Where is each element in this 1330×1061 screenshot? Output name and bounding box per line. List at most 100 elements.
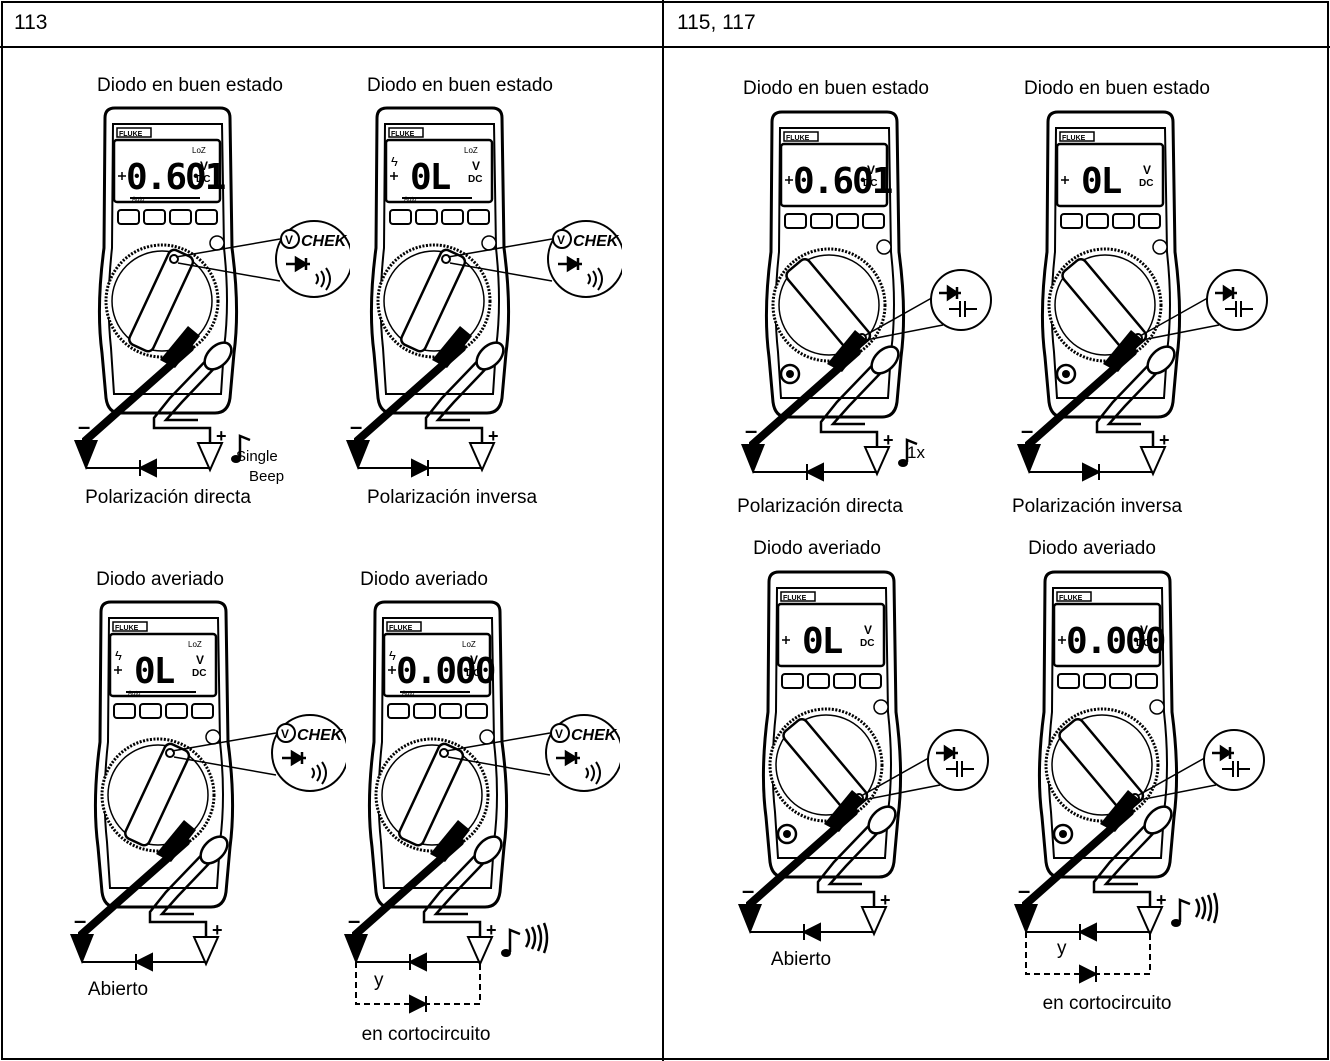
label-bad-diode: Diodo averiado	[96, 569, 224, 590]
dial-callout	[1206, 269, 1268, 331]
diode-icon	[282, 749, 306, 767]
label-good-diode: Diodo en buen estado	[367, 75, 553, 96]
label-good-diode: Diodo en buen estado	[743, 78, 929, 99]
lcd-unit-dc: DC	[1136, 638, 1150, 649]
lcd-loz: LoZ	[462, 640, 476, 649]
continuity-icon	[587, 267, 603, 291]
brand-badge	[783, 131, 819, 142]
polarity-minus: –	[350, 414, 362, 439]
lcd-loz: LoZ	[192, 146, 206, 155]
black-probe-tip	[1100, 790, 1140, 832]
label-reverse-bias: Polarización inversa	[1011, 496, 1183, 517]
vchek-v: V	[285, 233, 293, 247]
lcd-reading: 0.000	[1066, 621, 1165, 662]
meter-button	[139, 703, 162, 719]
lcd-hazard-icon: ϟ	[391, 154, 398, 169]
polarity-plus: +	[1159, 430, 1170, 450]
lcd-diode-symbol	[1058, 636, 1066, 644]
lcd-reading: 0L	[1081, 161, 1122, 202]
capacitor-icon	[1225, 301, 1253, 317]
red-probe-end	[860, 906, 888, 937]
lcd-unit-v: V	[196, 653, 204, 667]
polarity-plus: +	[488, 426, 499, 446]
lcd-unit-dc: DC	[192, 668, 206, 679]
callout-line	[445, 732, 551, 776]
lcd-hazard-icon: ϟ	[389, 648, 396, 663]
black-probe-tip	[824, 790, 864, 832]
backlight-button	[1152, 239, 1168, 255]
red-probe-end	[196, 442, 224, 473]
continuity-icon	[315, 267, 331, 291]
brand-badge	[1056, 591, 1092, 602]
diode-symbol	[407, 952, 427, 972]
red-probe-tip	[473, 835, 503, 865]
brand-text: FLUKE	[389, 625, 413, 632]
diode-icon	[936, 744, 958, 762]
polarity-plus: +	[216, 426, 227, 446]
dial-callout	[930, 269, 992, 331]
shorted-diode-symbol	[409, 994, 429, 1014]
black-probe-end	[74, 440, 98, 470]
beep-note-icon	[1178, 898, 1191, 922]
meter-button	[862, 213, 885, 229]
lcd-diode-symbol	[118, 172, 126, 180]
red-probe-tip	[203, 341, 233, 371]
shorted-diode-symbol	[1079, 964, 1099, 984]
meter-button	[781, 673, 804, 689]
dial-knob	[398, 742, 465, 847]
diode-icon	[558, 255, 582, 273]
backlight-button	[205, 729, 221, 745]
meter-button	[441, 209, 464, 225]
callout-line	[1136, 754, 1217, 801]
beep-note-icon	[508, 928, 521, 952]
input-jack-center	[786, 370, 794, 378]
beep-wave-icon	[1212, 892, 1219, 924]
vchek-text: CHEK	[297, 727, 344, 744]
lcd-display	[384, 138, 494, 204]
red-probe-end	[863, 446, 891, 477]
black-probe-end	[738, 904, 762, 934]
polarity-minus: –	[78, 414, 90, 439]
capacitor-icon	[1222, 761, 1250, 777]
lcd-diode-symbol	[1061, 176, 1069, 184]
meter-button	[1060, 213, 1083, 229]
label-single-beep: Beep	[249, 468, 285, 485]
callout-line	[863, 294, 944, 341]
vchek-v: V	[557, 233, 565, 247]
backlight-button	[1149, 699, 1165, 715]
capacitor-icon	[949, 301, 977, 317]
meter-button	[859, 673, 882, 689]
meter-button	[117, 209, 140, 225]
meter-button	[1083, 673, 1106, 689]
column-header-115-117: 115, 117	[677, 11, 756, 34]
label-reverse-bias: Polarización inversa	[366, 487, 538, 508]
beep-note-icon	[905, 438, 918, 462]
meter-button	[113, 703, 136, 719]
meter-button	[467, 209, 490, 225]
lcd-auto: Auto	[128, 691, 141, 697]
lcd-display	[779, 142, 889, 208]
label-open: Abierto	[770, 949, 832, 970]
meter-button	[169, 209, 192, 225]
lcd-display	[1052, 602, 1162, 668]
red-probe-lead	[819, 351, 894, 447]
vchek-text: CHEK	[571, 727, 618, 744]
beep-note-head	[231, 455, 241, 463]
input-jack-center	[1062, 370, 1070, 378]
beep-wave-icon	[1194, 898, 1201, 918]
diode-symbol	[137, 458, 157, 478]
meter-button	[784, 213, 807, 229]
lcd-auto: Auto	[404, 197, 417, 203]
polarity-plus: +	[880, 890, 891, 910]
meter-button	[1135, 673, 1158, 689]
diode-symbol	[1082, 462, 1102, 482]
lcd-unit-v: V	[470, 653, 478, 667]
red-probe-tip	[870, 345, 900, 375]
dial-callout	[1203, 729, 1265, 791]
lcd-hazard-icon: ϟ	[115, 648, 122, 663]
lcd-diode-symbol	[785, 176, 793, 184]
